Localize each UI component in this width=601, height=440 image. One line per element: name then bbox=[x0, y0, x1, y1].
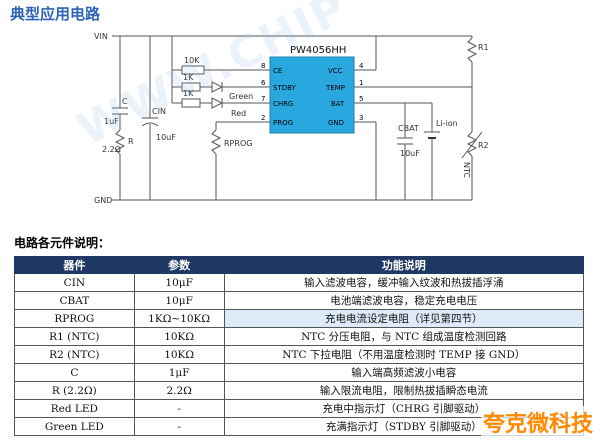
r1-label: R1 bbox=[478, 43, 489, 52]
gnd-label: GND bbox=[94, 196, 112, 205]
pin-stdby-label: STDBY bbox=[273, 84, 297, 92]
table-cell: 10μF bbox=[133, 291, 225, 310]
green-led-diode bbox=[211, 81, 224, 93]
cbat-label: CBAT bbox=[398, 124, 419, 133]
pin-1-number: 1 bbox=[359, 79, 363, 87]
table-cell: CIN bbox=[14, 273, 135, 292]
pin-6-number: 6 bbox=[261, 79, 266, 87]
led-green-label: Green bbox=[229, 92, 253, 101]
table-row: C 1μF 输入端高频滤波小电容 bbox=[14, 363, 585, 382]
vin-label: VIN bbox=[94, 32, 108, 41]
pin-7-number: 7 bbox=[261, 95, 265, 103]
pin-4-number: 4 bbox=[359, 62, 364, 70]
cin-capacitor-plate-bottom bbox=[141, 122, 159, 127]
r-label: R bbox=[128, 137, 134, 146]
pin-temp-label: TEMP bbox=[325, 84, 345, 92]
pin-vcc-label: VCC bbox=[328, 67, 343, 75]
brand-watermark: 夸克微科技 bbox=[480, 406, 595, 438]
c-label: C bbox=[122, 97, 128, 106]
table-cell: NTC 分压电阻，与 NTC 组成温度检测回路 bbox=[223, 327, 585, 346]
table-cell: CBAT bbox=[14, 291, 135, 310]
r-resistor bbox=[114, 129, 126, 155]
red-led-diode bbox=[211, 97, 224, 109]
pw4056hh-chip bbox=[269, 56, 355, 134]
page-title: 典型应用电路 bbox=[10, 5, 101, 23]
table-cell: 10KΩ bbox=[133, 327, 225, 346]
table-cell: 1μF bbox=[133, 363, 225, 382]
table-cell: - bbox=[133, 417, 225, 436]
pin-8-number: 8 bbox=[261, 62, 265, 70]
header-parameter: 参数 bbox=[133, 256, 225, 274]
pin-chrg-label: CHRG bbox=[273, 100, 293, 108]
r-10k-label: 10K bbox=[184, 56, 200, 65]
section-title: 电路各元件说明： bbox=[14, 236, 111, 250]
cin-label: CIN bbox=[152, 107, 166, 116]
table-cell: 10μF bbox=[133, 273, 225, 292]
table-row: R2 (NTC) 10KΩ NTC 下拉电阻（不用温度检测时 TEMP 接 GN… bbox=[14, 345, 585, 364]
table-cell: R1 (NTC) bbox=[14, 327, 135, 346]
pin-3-number: 3 bbox=[359, 114, 363, 122]
r1-resistor bbox=[466, 37, 478, 63]
circuit-schematic: VIN GND C 1uF R 2.2Ω CIN 10uF 10K 1K Gre… bbox=[94, 32, 489, 205]
table-cell: C bbox=[14, 363, 135, 382]
table-cell: - bbox=[133, 399, 225, 418]
r-value: 2.2Ω bbox=[102, 145, 121, 154]
table-cell: 2.2Ω bbox=[133, 381, 225, 400]
r2-resistor bbox=[466, 131, 478, 157]
table-cell: 1KΩ~10KΩ bbox=[133, 309, 225, 328]
table-cell: R (2.2Ω) bbox=[14, 381, 135, 400]
table-cell: 电池端滤波电容，稳定充电电压 bbox=[223, 291, 585, 310]
table-cell: 输入滤波电容，缓冲输入纹波和热拔插浮涌 bbox=[223, 273, 585, 292]
table-row: CIN 10μF 输入滤波电容，缓冲输入纹波和热拔插浮涌 bbox=[14, 273, 585, 292]
r2-label: R2 bbox=[478, 141, 489, 150]
r-1k-b-label: 1K bbox=[183, 89, 194, 98]
battery-label: Li-ion bbox=[436, 119, 458, 128]
header-function: 功能说明 bbox=[223, 256, 585, 274]
table-row: R (2.2Ω) 2.2Ω 输入限流电阻，限制热拔插瞬态电流 bbox=[14, 381, 585, 400]
table-cell: Red LED bbox=[14, 399, 135, 418]
cbat-value: 10uF bbox=[400, 149, 420, 158]
components-table: 器件 参数 功能说明 CIN 10μF 输入滤波电容，缓冲输入纹波和热拔插浮涌 … bbox=[14, 256, 585, 436]
pin-prog-label: PROG bbox=[273, 119, 293, 127]
led-red-label: Red bbox=[231, 109, 246, 118]
pin-bat-label: BAT bbox=[331, 100, 345, 108]
table-row: RPROG 1KΩ~10KΩ 充电电流设定电阻（详见第四节） bbox=[14, 309, 585, 328]
cin-value: 10uF bbox=[156, 133, 176, 142]
table-row: CBAT 10μF 电池端滤波电容，稳定充电电压 bbox=[14, 291, 585, 310]
r-1k-a-label: 1K bbox=[183, 73, 194, 82]
ntc-label: NTC bbox=[462, 162, 471, 178]
c-value: 1uF bbox=[104, 117, 119, 126]
pin-2-number: 2 bbox=[261, 114, 265, 122]
rprog-resistor bbox=[210, 129, 222, 155]
pin-ce-label: CE bbox=[273, 67, 282, 75]
pin-5-number: 5 bbox=[359, 95, 363, 103]
table-cell: NTC 下拉电阻（不用温度检测时 TEMP 接 GND） bbox=[223, 345, 585, 364]
table-cell: 输入端高频滤波小电容 bbox=[223, 363, 585, 382]
chip-name: PW4056HH bbox=[290, 45, 346, 56]
table-cell: RPROG bbox=[14, 309, 135, 328]
table-cell: 10KΩ bbox=[133, 345, 225, 364]
table-cell-highlighted: 充电电流设定电阻（详见第四节） bbox=[223, 309, 585, 328]
table-row: R1 (NTC) 10KΩ NTC 分压电阻，与 NTC 组成温度检测回路 bbox=[14, 327, 585, 346]
table-cell: Green LED bbox=[14, 417, 135, 436]
table-header-row: 器件 参数 功能说明 bbox=[14, 256, 585, 274]
pin-gnd-label: GND bbox=[328, 119, 344, 127]
rprog-label: RPROG bbox=[224, 139, 252, 148]
table-cell: R2 (NTC) bbox=[14, 345, 135, 364]
header-component: 器件 bbox=[14, 256, 135, 274]
table-cell: 输入限流电阻，限制热拔插瞬态电流 bbox=[223, 381, 585, 400]
